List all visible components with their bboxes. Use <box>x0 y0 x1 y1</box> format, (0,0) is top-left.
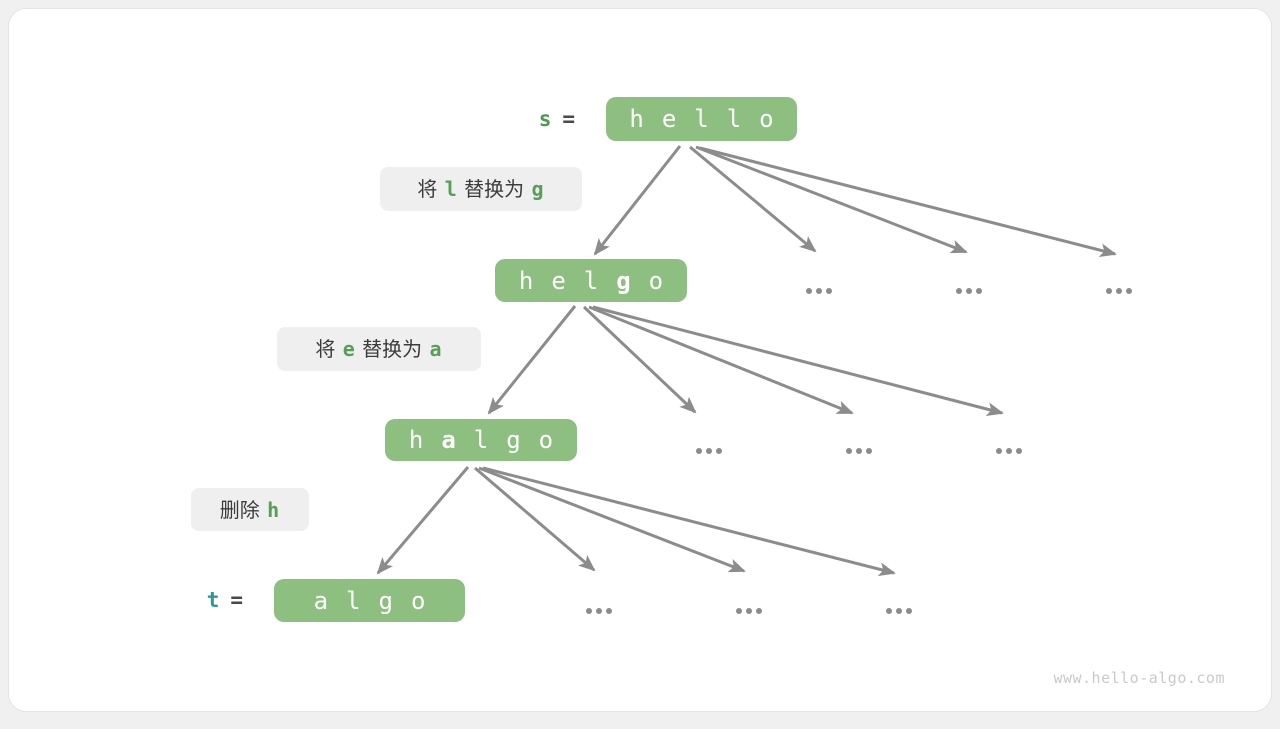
ellipsis-dot <box>736 608 742 614</box>
var-name-t: t <box>207 590 220 611</box>
ellipsis-dot <box>846 448 852 454</box>
edge-arrow <box>593 307 1002 413</box>
var-prefix-s: s= <box>539 97 575 141</box>
edge-arrow <box>483 468 894 573</box>
ellipsis-dot <box>1016 448 1022 454</box>
label-segment: h <box>267 500 279 520</box>
op-label-1: 将 l 替换为 g <box>380 167 582 211</box>
ellipsis-dot <box>806 288 812 294</box>
node-char: l <box>584 269 598 293</box>
node-char: l <box>346 589 360 613</box>
node-char: e <box>551 269 565 293</box>
edge-arrow <box>696 147 966 252</box>
ellipsis <box>1106 288 1132 294</box>
ellipsis-dot <box>716 448 722 454</box>
node-char: g <box>379 589 393 613</box>
ellipsis <box>886 608 912 614</box>
label-segment: g <box>532 179 544 199</box>
ellipsis-dot <box>696 448 702 454</box>
node-char: h <box>629 107 643 131</box>
edge-arrow <box>700 148 1115 254</box>
ellipsis <box>586 608 612 614</box>
edge-arrow <box>475 468 594 570</box>
node-char: h <box>409 428 423 452</box>
ellipsis-dot <box>826 288 832 294</box>
label-segment: 将 <box>315 339 341 359</box>
ellipsis-dot <box>906 608 912 614</box>
node-char: g <box>616 269 630 293</box>
ellipsis-dot <box>596 608 602 614</box>
edge-arrow <box>378 467 468 573</box>
node-char: a <box>441 428 455 452</box>
ellipsis-dot <box>586 608 592 614</box>
node-char: e <box>662 107 676 131</box>
edge-arrow <box>489 306 575 413</box>
ellipsis-dot <box>816 288 822 294</box>
ellipsis-dot <box>606 608 612 614</box>
ellipsis <box>996 448 1022 454</box>
node-char: o <box>759 107 773 131</box>
ellipsis-dot <box>1006 448 1012 454</box>
label-segment: 替换为 <box>356 339 429 359</box>
node-char: g <box>506 428 520 452</box>
label-segment: a <box>430 339 442 359</box>
equals-sign: = <box>562 109 575 130</box>
ellipsis-dot <box>866 448 872 454</box>
edge-arrow <box>595 146 680 254</box>
ellipsis-dot <box>1126 288 1132 294</box>
node-char: a <box>314 589 328 613</box>
label-segment: 删除 <box>220 500 266 520</box>
ellipsis <box>736 608 762 614</box>
edge-arrow <box>479 468 744 571</box>
ellipsis-dot <box>966 288 972 294</box>
node-char: l <box>727 107 741 131</box>
label-segment: e <box>343 339 355 359</box>
ellipsis <box>696 448 722 454</box>
ellipsis-dot <box>756 608 762 614</box>
ellipsis-dot <box>956 288 962 294</box>
op-label-2: 将 e 替换为 a <box>277 327 481 371</box>
op-label-3: 删除 h <box>191 488 309 531</box>
ellipsis-dot <box>1106 288 1112 294</box>
node-char: l <box>474 428 488 452</box>
ellipsis <box>846 448 872 454</box>
ellipsis-dot <box>886 608 892 614</box>
node-char: l <box>694 107 708 131</box>
watermark: www.hello-algo.com <box>1053 669 1225 687</box>
ellipsis-dot <box>996 448 1002 454</box>
ellipsis-dot <box>976 288 982 294</box>
label-segment: l <box>445 179 457 199</box>
node-char: o <box>411 589 425 613</box>
ellipsis-dot <box>896 608 902 614</box>
edge-arrow <box>584 307 695 412</box>
equals-sign: = <box>230 590 243 611</box>
node-char: h <box>519 269 533 293</box>
label-segment: 替换为 <box>458 179 531 199</box>
ellipsis <box>956 288 982 294</box>
var-name-s: s <box>539 109 552 130</box>
ellipsis-dot <box>746 608 752 614</box>
ellipsis-dot <box>1116 288 1122 294</box>
ellipsis <box>806 288 832 294</box>
label-segment: 将 <box>417 179 443 199</box>
ellipsis-dot <box>856 448 862 454</box>
edge-arrow <box>589 307 852 413</box>
ellipsis-dot <box>706 448 712 454</box>
node-char: o <box>539 428 553 452</box>
var-prefix-t: t= <box>207 579 243 622</box>
node-char: o <box>649 269 663 293</box>
